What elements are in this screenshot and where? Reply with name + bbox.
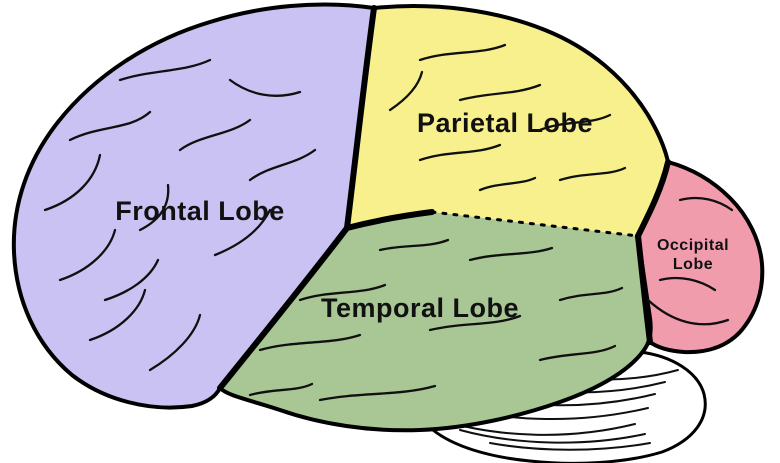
- occipital-lobe-label-line2: Lobe: [673, 256, 713, 273]
- parietal-lobe-gyri: [388, 43, 627, 192]
- temporal-lobe-shape: [220, 212, 651, 431]
- frontal-lobe-label: Frontal Lobe: [115, 196, 285, 226]
- occipital-lobe-label-line1: Occipital: [657, 237, 729, 254]
- central-sulcus: [344, 5, 377, 231]
- temporal-lobe-gyri: [248, 238, 624, 402]
- occipital-temporal-boundary: [635, 233, 653, 345]
- parietal-lobe-label: Parietal Lobe: [417, 108, 593, 138]
- lobe-labels: Frontal Lobe Parietal Lobe Temporal Lobe…: [115, 108, 729, 323]
- frontal-lobe-gyri: [43, 58, 317, 372]
- occipital-lobe-gyri: [646, 196, 734, 326]
- lateral-sulcus: [217, 209, 435, 391]
- parietal-lobe-shape: [347, 6, 668, 236]
- parieto-occipital-sulcus: [635, 159, 671, 239]
- parietal-temporal-dashed-boundary: [430, 210, 640, 238]
- lobe-boundaries: [217, 5, 671, 391]
- temporal-lobe-label: Temporal Lobe: [321, 293, 519, 323]
